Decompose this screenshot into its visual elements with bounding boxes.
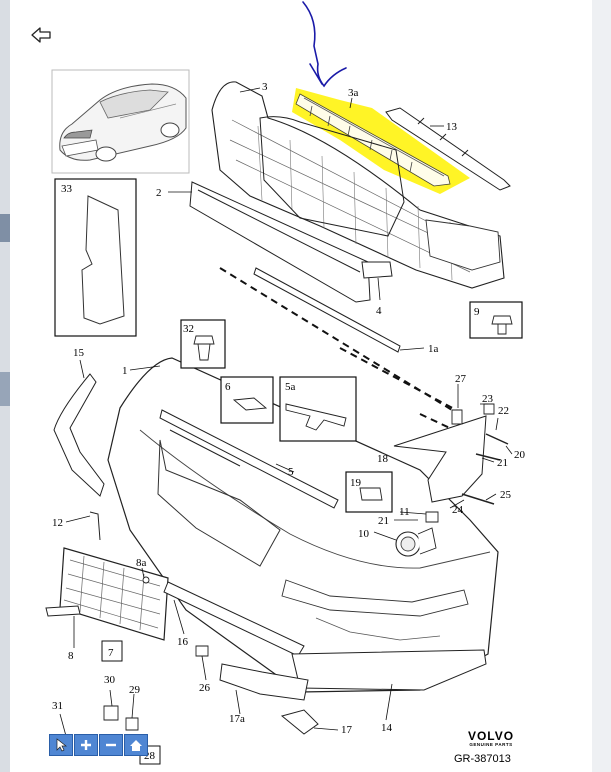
label-5: 5 xyxy=(288,466,294,478)
label-1a: 1a xyxy=(428,343,439,355)
part-1a-strip xyxy=(253,267,401,353)
label-5a: 5a xyxy=(285,381,296,393)
label-6: 6 xyxy=(225,381,231,393)
dashed-boundary-upper xyxy=(219,267,453,411)
home-icon xyxy=(130,739,142,751)
label-14: 14 xyxy=(381,722,393,734)
label-10: 10 xyxy=(358,528,370,540)
back-arrow-icon xyxy=(31,27,51,43)
label-33: 33 xyxy=(61,183,73,195)
label-3: 3 xyxy=(262,81,268,93)
back-button[interactable] xyxy=(28,24,54,46)
label-31: 31 xyxy=(52,700,63,712)
zoom-out-icon xyxy=(106,743,116,747)
right-fasteners xyxy=(425,403,509,523)
label-18: 18 xyxy=(377,453,389,465)
pointer-icon xyxy=(56,738,67,752)
part-labels: 3 3a 13 2 33 4 9 1a 15 1 32 6 5a 27 23 2… xyxy=(52,81,526,762)
part-14-spoiler xyxy=(291,649,487,691)
part-2-energy-absorber xyxy=(189,181,371,303)
label-21-upper: 21 xyxy=(497,457,508,469)
label-8a: 8a xyxy=(136,557,147,569)
leader-lines xyxy=(59,87,513,737)
part-13-bracket xyxy=(385,107,511,191)
brand-mark: VOLVO GENUINE PARTS xyxy=(456,730,526,748)
diagram-reference: GR-387013 xyxy=(454,753,511,765)
part-7-grille xyxy=(59,547,169,641)
part-15-side-trim xyxy=(53,373,105,497)
part-5-surround xyxy=(159,409,339,509)
part-4-clip xyxy=(361,261,393,279)
highlighted-part-3a[interactable] xyxy=(292,88,470,194)
box-part-19 xyxy=(345,471,393,513)
label-30: 30 xyxy=(104,674,116,686)
left-edge-tab-top[interactable] xyxy=(0,214,10,242)
label-13: 13 xyxy=(446,121,458,133)
part-18-bracket xyxy=(393,415,487,503)
brand-subtitle: GENUINE PARTS xyxy=(469,742,513,747)
home-button[interactable] xyxy=(124,734,148,756)
label-17a: 17a xyxy=(229,713,245,725)
right-edge-panel xyxy=(592,0,611,772)
part-17a-grille-insert xyxy=(219,663,309,701)
box-part-5a xyxy=(279,376,357,442)
label-11: 11 xyxy=(399,506,410,518)
label-1: 1 xyxy=(122,365,128,377)
label-25: 25 xyxy=(500,489,512,501)
handwritten-annotation xyxy=(302,1,347,88)
label-28: 28 xyxy=(144,750,156,762)
label-26: 26 xyxy=(199,682,211,694)
box-part-7 xyxy=(101,640,123,662)
brand-name: VOLVO xyxy=(467,729,515,743)
box-part-32 xyxy=(180,319,226,369)
zoom-out-button[interactable] xyxy=(99,734,123,756)
label-9: 9 xyxy=(474,306,480,318)
label-17: 17 xyxy=(341,724,353,736)
pointer-button[interactable] xyxy=(49,734,73,756)
label-19: 19 xyxy=(350,477,362,489)
label-24: 24 xyxy=(452,504,464,516)
label-20: 20 xyxy=(514,449,526,461)
label-27: 27 xyxy=(455,373,467,385)
box-part-9 xyxy=(469,301,523,339)
part-3-reinforcement xyxy=(211,81,505,289)
part-17-cover xyxy=(280,709,319,735)
label-32: 32 xyxy=(183,323,194,335)
zoom-in-button[interactable] xyxy=(74,734,98,756)
dashed-boundary-right xyxy=(339,347,461,571)
label-22: 22 xyxy=(498,405,509,417)
box-part-6 xyxy=(220,376,274,424)
label-15: 15 xyxy=(73,347,85,359)
part-8-badge xyxy=(45,605,81,617)
label-3a: 3a xyxy=(348,87,359,99)
label-8: 8 xyxy=(68,650,74,662)
label-16: 16 xyxy=(177,636,189,648)
label-2: 2 xyxy=(156,187,162,199)
label-12: 12 xyxy=(52,517,63,529)
car-thumbnail xyxy=(51,69,190,174)
label-21-lower: 21 xyxy=(378,515,389,527)
inset-part-33 xyxy=(54,178,137,337)
left-edge-tab-middle[interactable] xyxy=(0,372,10,406)
label-29: 29 xyxy=(129,684,141,696)
diagram-toolbar xyxy=(49,734,148,756)
label-23: 23 xyxy=(482,393,494,405)
zoom-in-icon xyxy=(81,740,91,750)
part-10-fog-lamp xyxy=(395,527,437,557)
bottom-left-fasteners xyxy=(89,511,209,731)
label-7: 7 xyxy=(108,647,114,659)
label-4: 4 xyxy=(376,305,382,317)
